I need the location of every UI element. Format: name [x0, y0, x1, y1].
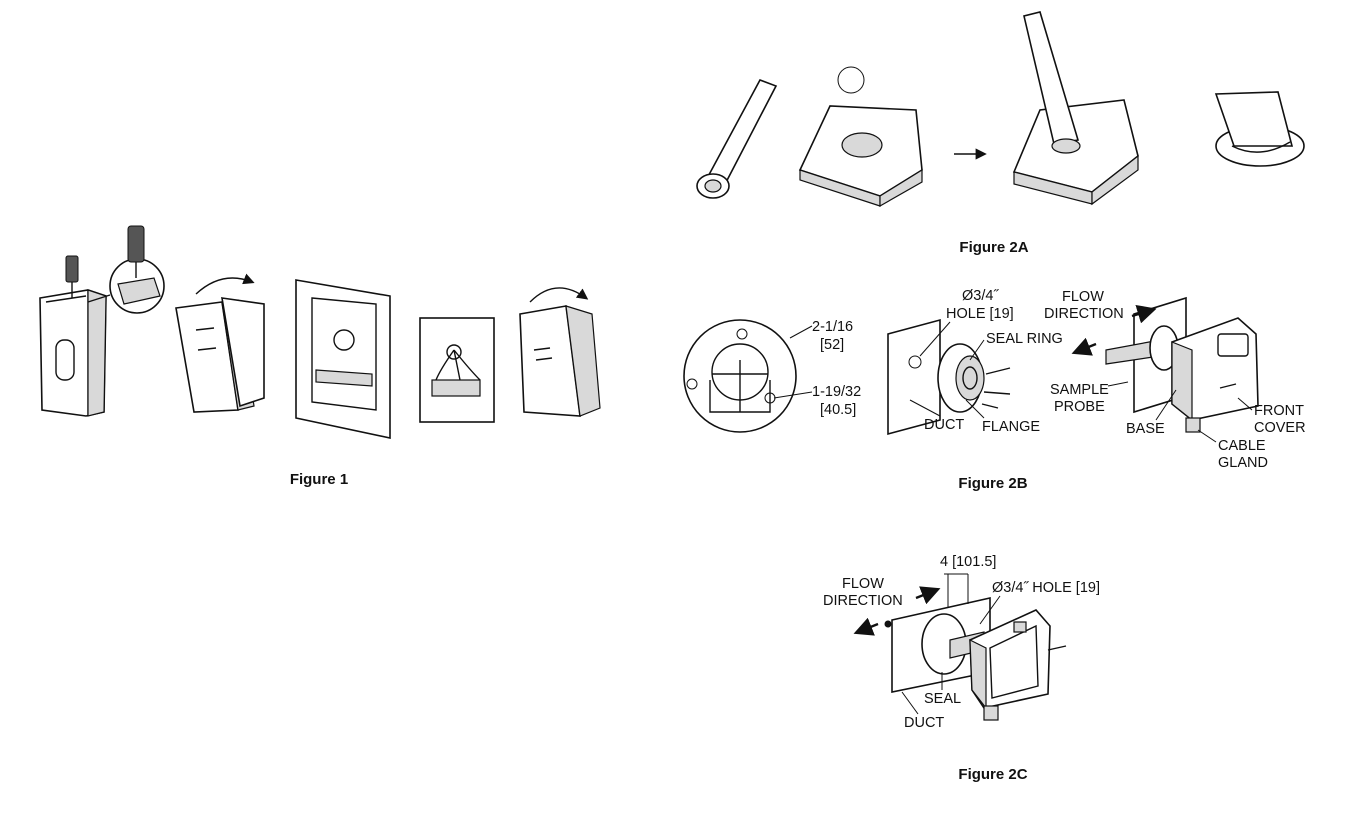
- fig2b-duct-leader: [909, 399, 941, 417]
- fig2c-flow-2: DIRECTION: [823, 593, 903, 609]
- fig2b-seal-leader: [969, 339, 985, 361]
- fig2b-flow-arrow-in: [1131, 304, 1157, 324]
- figure-1: Figure 1: [39, 225, 601, 488]
- fig2b-dim-outer-leader: [789, 325, 813, 339]
- fig2b-front-2: COVER: [1254, 420, 1306, 436]
- fig2c-duct-leader: [901, 691, 919, 715]
- fig2b-dim-outer-metric: [52]: [820, 337, 844, 353]
- fig2a-housing: [798, 105, 923, 208]
- fig2b-gland-leader: [1197, 429, 1217, 443]
- fig2c-dim-lines: [944, 573, 969, 608]
- fig1-detail-magnifier: [87, 225, 165, 314]
- fig2b-flange: FLANGE: [982, 419, 1040, 435]
- fig2b-gland-2: GLAND: [1218, 455, 1268, 471]
- fig1-opening-device: [175, 273, 265, 413]
- fig2b-gland-1: CABLE: [1218, 438, 1266, 454]
- fig2a-caption: Figure 2A: [959, 239, 1028, 256]
- fig2b-sample-1: SAMPLE: [1050, 382, 1109, 398]
- fig2b-flow-2: DIRECTION: [1044, 306, 1124, 322]
- figure-2b: 2-1/16 [52] 1-19/32 [40.5] Ø3/4˝ HOLE [1…: [683, 288, 1306, 492]
- fig2c-flow-1: FLOW: [842, 576, 884, 592]
- fig2b-hole-label-1: Ø3/4˝: [962, 288, 999, 304]
- fig2c-flow-arrow-out: [853, 617, 879, 636]
- fig2b-flow-arrow-out: [1071, 337, 1097, 356]
- fig2c-hole-leader: [979, 595, 1001, 625]
- fig2b-flow-1: FLOW: [1062, 289, 1104, 305]
- fig1-closing-device: [519, 287, 601, 417]
- fig2b-flange-front-view: [683, 319, 797, 433]
- fig2a-o-ring: [837, 66, 865, 94]
- fig2b-sample-leader: [1107, 381, 1129, 387]
- fig2c-flow-arrow-in: [915, 586, 941, 605]
- fig1-base-plate: [295, 279, 391, 439]
- fig2b-base: BASE: [1126, 421, 1165, 437]
- fig1-wiring: [419, 317, 495, 423]
- fig2b-seal-ring: SEAL RING: [986, 331, 1063, 347]
- fig2b-hole-label-2: HOLE [19]: [946, 306, 1014, 322]
- screwdriver-icon: [65, 255, 79, 298]
- fig2b-front-leader: [1237, 397, 1253, 411]
- fig2c-duct: DUCT: [904, 715, 944, 731]
- fig2c-seal: SEAL: [924, 691, 961, 707]
- fig2b-hole-leader: [919, 321, 951, 357]
- fig2b-base-leader: [1155, 389, 1177, 421]
- fig2c-assembly: [884, 597, 1067, 721]
- fig2c-caption: Figure 2C: [958, 766, 1027, 783]
- fig2a-assembled: [1012, 11, 1139, 206]
- fig2b-dim-inner-metric: [40.5]: [820, 402, 856, 418]
- fig2b-front-1: FRONT: [1254, 403, 1304, 419]
- fig2b-flange-leader: [965, 399, 985, 419]
- fig2b-dim-inner: 1-19/32: [812, 384, 861, 400]
- fig2b-dim-outer: 2-1/16: [812, 319, 853, 335]
- fig2b-dim-inner-leader: [773, 391, 813, 399]
- fig1-caption: Figure 1: [290, 471, 348, 488]
- fig2b-duct: DUCT: [924, 417, 964, 433]
- fig1-closed-device: [39, 289, 107, 417]
- fig2a-detail: [1214, 91, 1305, 167]
- figure-2c: 4 [101.5] Ø3/4˝ HOLE [19] FLOW DIRECTION…: [823, 554, 1100, 783]
- fig2c-hole: Ø3/4˝ HOLE [19]: [992, 580, 1100, 596]
- fig2b-sample-2: PROBE: [1054, 399, 1105, 415]
- fig2a-probe: [696, 79, 778, 199]
- fig2b-caption: Figure 2B: [958, 475, 1027, 492]
- fig2c-dim: 4 [101.5]: [940, 554, 996, 570]
- figure-2a: Figure 2A: [696, 11, 1305, 256]
- fig2b-assembled-sensor: [1105, 296, 1259, 433]
